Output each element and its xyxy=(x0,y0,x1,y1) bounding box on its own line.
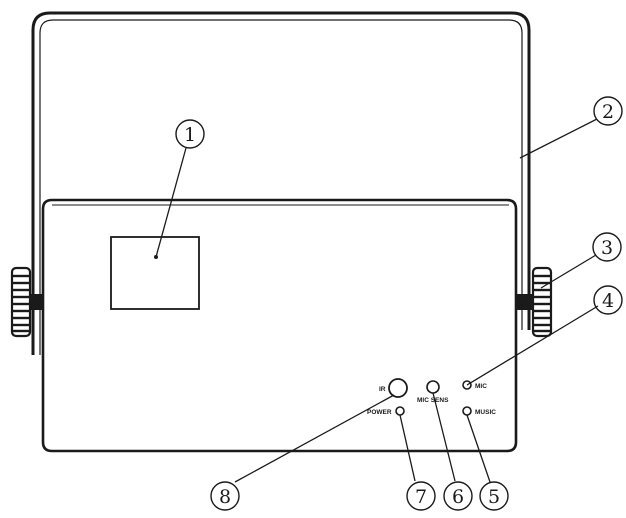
leader-line-8 xyxy=(234,394,395,483)
callout-7: 7 xyxy=(406,481,436,511)
label-plate xyxy=(110,236,200,310)
callout-8-number: 8 xyxy=(219,486,231,508)
leader-line-3 xyxy=(540,254,597,289)
ir-label: IR xyxy=(379,386,386,393)
leader-line-5 xyxy=(466,414,491,483)
callout-2: 2 xyxy=(593,96,623,126)
mounting-bracket xyxy=(31,11,531,355)
callout-6-number: 6 xyxy=(452,486,464,508)
power-indicator xyxy=(395,406,405,416)
mic-sens-label: MIC SENS xyxy=(417,397,449,404)
power-label: POWER xyxy=(367,409,392,416)
callout-4: 4 xyxy=(593,285,623,315)
left-adjustment-knob xyxy=(10,266,44,338)
callout-1: 1 xyxy=(175,119,205,149)
callout-2-number: 2 xyxy=(602,101,614,123)
leader-line-4 xyxy=(466,305,599,386)
music-indicator xyxy=(462,406,472,416)
leader-lines xyxy=(155,118,599,483)
callout-5-number: 5 xyxy=(488,486,500,508)
callout-3: 3 xyxy=(592,232,622,262)
callout-8: 8 xyxy=(210,481,240,511)
mic-indicator xyxy=(462,380,472,390)
callout-4-number: 4 xyxy=(602,290,614,312)
leader-line-7 xyxy=(399,414,416,482)
music-label: MUSIC xyxy=(475,409,496,416)
callout-1-number: 1 xyxy=(184,124,196,146)
right-adjustment-knob xyxy=(515,266,553,338)
callout-6: 6 xyxy=(443,481,473,511)
ir-sensor xyxy=(388,378,408,398)
mic-label: MIC xyxy=(475,383,487,390)
housing-body xyxy=(41,198,518,453)
callout-3-number: 3 xyxy=(601,237,613,259)
leader-line-2 xyxy=(519,118,598,159)
callout-7-number: 7 xyxy=(415,486,427,508)
leader-line-6 xyxy=(432,392,456,482)
leader-line-1 xyxy=(155,147,187,258)
callout-5: 5 xyxy=(479,481,509,511)
mic-sens-knob xyxy=(426,380,440,394)
